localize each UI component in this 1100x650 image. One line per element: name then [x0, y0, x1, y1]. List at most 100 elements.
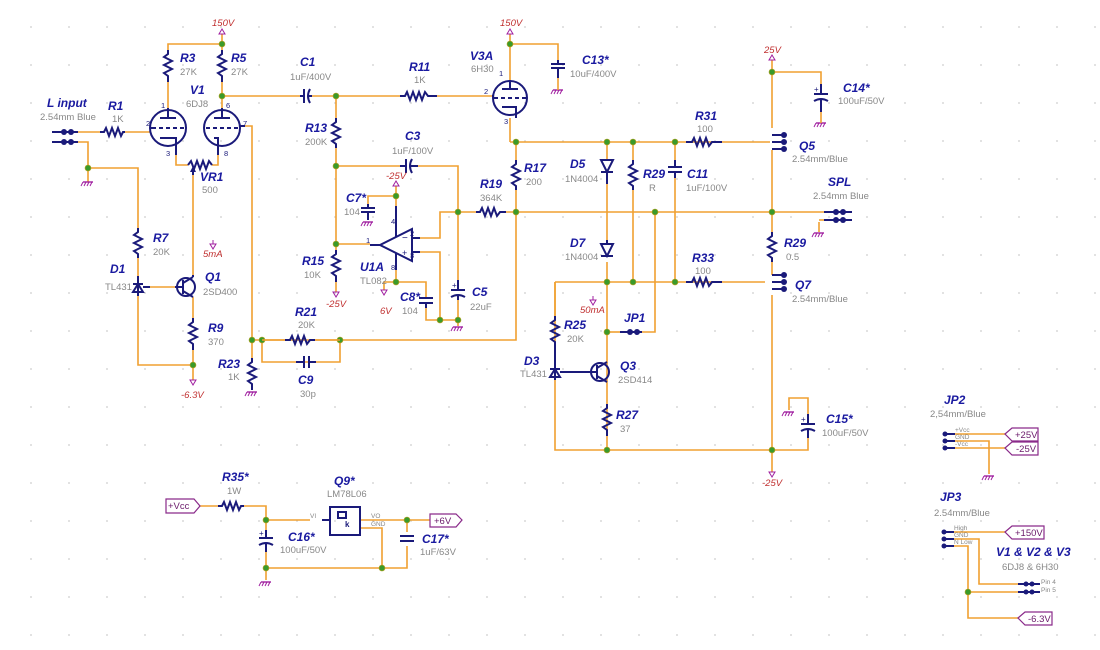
- power-label: -6.3V: [181, 390, 205, 401]
- r29b-val: 0.5: [786, 252, 799, 263]
- capacitor-c9: C9 30p: [296, 356, 316, 400]
- shunt-regulator-d3: D3 TL431: [520, 348, 590, 380]
- power-label: 150V: [500, 18, 524, 29]
- d7-ref: D7: [570, 236, 587, 250]
- r25-val: 20K: [567, 334, 585, 345]
- r17-ref: R17: [524, 161, 547, 175]
- power-label: 25V: [763, 45, 783, 56]
- c13-val: 10uF/400V: [570, 69, 617, 80]
- v3a-pin2: 2: [484, 87, 488, 96]
- resistor-r11: R11 1K: [400, 60, 437, 103]
- resistor-r27: R27 37: [600, 404, 639, 436]
- r27-val: 37: [620, 424, 631, 435]
- resistor-r1: R1 1K: [100, 99, 125, 139]
- heater-pin5: Pin 5: [1041, 587, 1056, 594]
- tube-v1: 1 2 3 6 7 8 V1 6DJ8: [146, 83, 247, 158]
- jp2-pin: GND: [955, 434, 970, 441]
- diode-d5: D5 1N4004: [565, 157, 615, 185]
- jp2-pin: +Vcc: [955, 427, 970, 434]
- r7-ref: R7: [153, 231, 170, 245]
- resistor-r31: R31 100: [686, 109, 722, 149]
- q7-val: 2.54mm/Blue: [792, 294, 848, 305]
- capacitor-c17: C17* 1uF/63V: [400, 532, 457, 558]
- v1-pin1: 1: [161, 101, 165, 110]
- r31-val: 100: [697, 124, 713, 135]
- r5-ref: R5: [231, 51, 247, 65]
- power-label: -25V: [386, 171, 408, 182]
- connector-q5: Q5 2.54mm/Blue: [772, 132, 848, 165]
- d3-ref: D3: [524, 354, 540, 368]
- jp3-ref: JP3: [940, 490, 962, 504]
- port-label: -25V: [1016, 444, 1037, 455]
- current-5ma: 5mA: [203, 240, 223, 260]
- v1-pin7: 7: [243, 119, 247, 128]
- resistor-r9: R9 370: [186, 318, 224, 350]
- transistor-q1: Q1 2SD400: [175, 270, 237, 298]
- v3a-ref: V3A: [470, 49, 493, 63]
- r13-val: 200K: [305, 137, 328, 148]
- c14-ref: C14*: [843, 81, 871, 95]
- r33-val: 100: [695, 266, 711, 277]
- q9-ref: Q9*: [334, 474, 356, 488]
- jp3-pin: GND: [954, 532, 969, 539]
- c8-val: 104: [402, 306, 418, 317]
- q7-ref: Q7: [795, 278, 812, 292]
- d5-val: 1N4004: [565, 174, 598, 185]
- heaters-ref: V1 & V2 & V3: [996, 545, 1071, 559]
- r29a-val: R: [649, 183, 656, 194]
- resistor-r7: R7 20K: [131, 228, 171, 258]
- u1a-ref: U1A: [360, 260, 384, 274]
- port-label: -6.3V: [1028, 614, 1051, 625]
- port-label: +150V: [1015, 528, 1043, 539]
- regulator-section: [200, 505, 430, 580]
- c15-ref: C15*: [826, 412, 854, 426]
- l-input-val: 2.54mm Blue: [40, 112, 96, 123]
- u1a-pin2: 2: [410, 229, 414, 238]
- resistor-r29-emitter: R29 0.5: [765, 232, 806, 263]
- vr1-ref: VR1: [200, 170, 224, 184]
- capacitor-c3: C3 1uF/100V: [392, 129, 434, 174]
- capacitor-c15: + C15* 100uF/50V: [781, 411, 869, 439]
- r23-val: 1K: [228, 372, 240, 383]
- power-label: 6V: [380, 306, 393, 317]
- c5-val: 22uF: [470, 302, 492, 313]
- resistor-r17: R17 200: [509, 160, 547, 190]
- jp2-pin: -Vcc: [955, 441, 969, 448]
- r15-val: 10K: [304, 270, 322, 281]
- d5-ref: D5: [570, 157, 586, 171]
- v3a-pin1: 1: [499, 69, 503, 78]
- q5-ref: Q5: [799, 139, 815, 153]
- r9-ref: R9: [208, 321, 224, 335]
- resistor-r5: R5 27K: [215, 50, 249, 82]
- d1-ref: D1: [110, 262, 126, 276]
- capacitor-c8: C8* 104: [400, 290, 433, 317]
- l-input-ref: L input: [47, 96, 88, 110]
- l-input-connector: L input 2.54mm Blue: [40, 96, 96, 145]
- u1a-pin3: 3: [410, 251, 414, 260]
- c8-ref: C8*: [400, 290, 421, 304]
- u1a-pin4: 4: [391, 217, 395, 226]
- jp2-val: 2,54mm/Blue: [930, 409, 986, 420]
- shunt-regulator-d1: D1 TL431: [105, 262, 150, 296]
- c15-val: 100uF/50V: [822, 428, 869, 439]
- r3-val: 27K: [180, 67, 198, 78]
- r35-val: 1W: [227, 486, 241, 497]
- resistor-r15: R15 10K -25V: [302, 250, 348, 310]
- v1-pin8: 8: [224, 149, 228, 158]
- r11-val: 1K: [414, 75, 426, 86]
- connector-jp2: JP2 2,54mm/Blue +Vcc GND -Vcc +25V -25V: [930, 393, 1039, 481]
- port-vcc: +Vcc: [165, 498, 201, 514]
- spl-val: 2.54mm Blue: [813, 191, 869, 202]
- c1-ref: C1: [300, 55, 316, 69]
- capacitor-c5: + C5 22uF: [450, 280, 492, 332]
- connector-q7: Q7 2.54mm/Blue: [772, 272, 848, 305]
- v1-pin3: 3: [166, 149, 170, 158]
- r35-ref: R35*: [222, 470, 250, 484]
- r27-ref: R27: [616, 408, 639, 422]
- v1-pin2: 2: [146, 119, 150, 128]
- resistor-r25: R25 20K: [548, 316, 586, 348]
- svg-text:+: +: [402, 248, 407, 258]
- r9-val: 370: [208, 337, 224, 348]
- q9-pin-vi: VI: [310, 513, 316, 520]
- v3a-val: 6H30: [471, 64, 494, 75]
